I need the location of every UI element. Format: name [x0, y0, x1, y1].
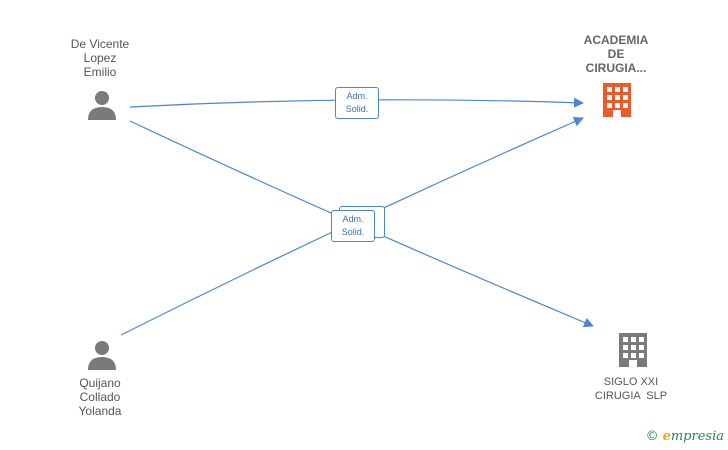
copyright-icon: © [645, 429, 659, 444]
edge-label-cross[interactable]: Adm. Solid. [331, 210, 375, 242]
role-line: Solid. [341, 227, 365, 237]
name-line: Collado [79, 390, 121, 404]
empresia-logo[interactable]: ©empresia [646, 429, 724, 444]
name-line: CIRUGIA SLP [594, 390, 668, 402]
name-line: ACADEMIA [583, 33, 649, 47]
name-line: De Vicente [70, 37, 130, 51]
edge-label-top[interactable]: Adm. Solid. [335, 87, 379, 119]
brand-e: e [662, 429, 671, 444]
role-line: Solid. [345, 104, 369, 114]
role-line: Adm. [346, 91, 368, 101]
building-icon[interactable] [603, 83, 631, 117]
building-icon[interactable] [619, 333, 647, 367]
name-line: Quijano [79, 376, 121, 390]
brand-rest: mpresia [670, 429, 724, 444]
person-label-quijano[interactable]: Quijano Collado Yolanda [62, 376, 138, 418]
person-icon[interactable] [88, 341, 116, 370]
company-label-siglo-xxi[interactable]: SIGLO XXI CIRUGIA SLP [580, 375, 682, 403]
name-line: Lopez [83, 51, 117, 65]
name-line: SIGLO XXI [603, 376, 659, 388]
company-label-academia[interactable]: ACADEMIA DE CIRUGIA... [570, 33, 662, 75]
name-line: Yolanda [78, 404, 122, 418]
person-icon[interactable] [88, 91, 116, 120]
name-line: CIRUGIA... [585, 61, 647, 75]
person-label-de-vicente[interactable]: De Vicente Lopez Emilio [62, 37, 138, 79]
name-line: DE [607, 47, 625, 61]
role-line: Adm. [342, 214, 364, 224]
name-line: Emilio [83, 65, 117, 79]
